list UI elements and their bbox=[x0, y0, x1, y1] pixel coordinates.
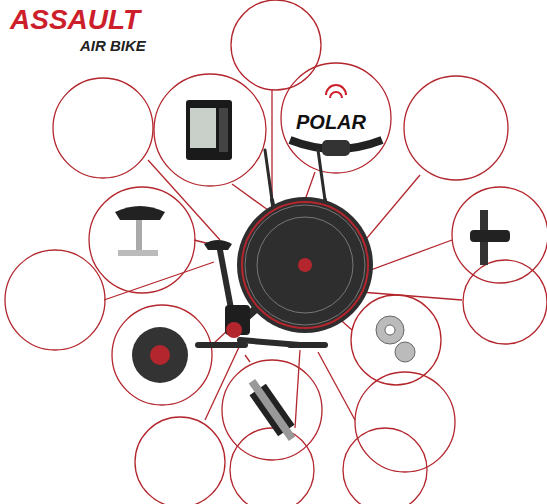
brand-logo: ASSAULT bbox=[10, 6, 140, 34]
brand-subtitle: AIR BIKE bbox=[80, 38, 146, 53]
strap-brand: POLAR bbox=[296, 112, 366, 132]
